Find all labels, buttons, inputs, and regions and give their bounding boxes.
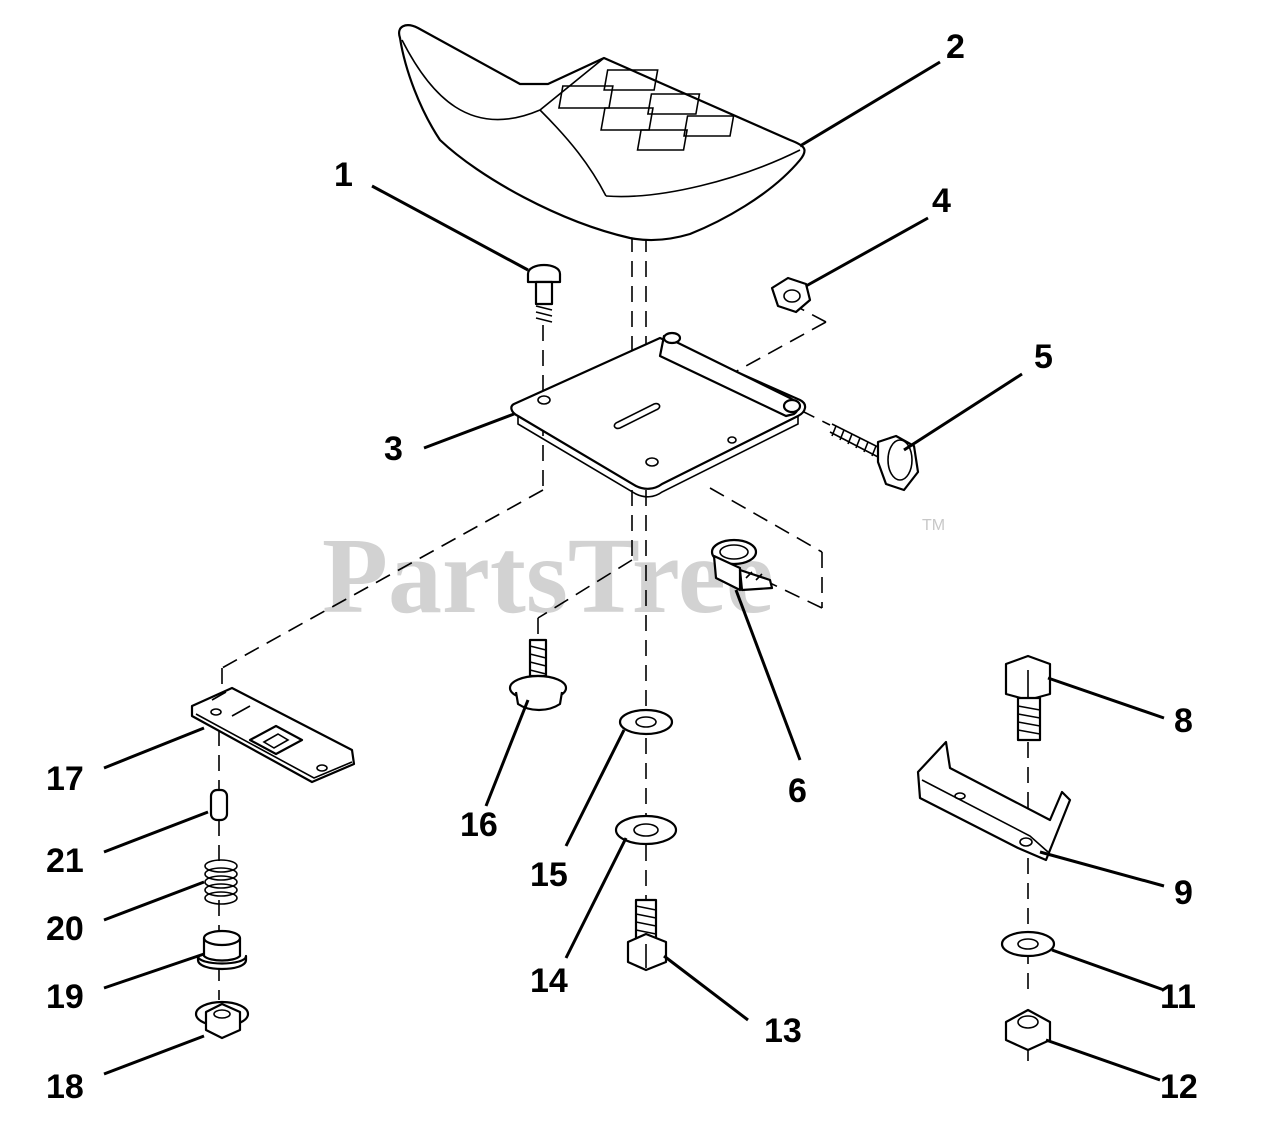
slide-rail-part: [190, 686, 356, 784]
callout-6: 6: [788, 772, 807, 810]
callout-8: 8: [1174, 702, 1193, 740]
watermark-tm: TM: [922, 517, 945, 534]
callout-1: 1: [334, 156, 353, 194]
washer-part-14: [614, 814, 678, 846]
callout-20: 20: [46, 910, 84, 948]
callout-21: 21: [46, 842, 84, 880]
callout-2: 2: [946, 28, 965, 66]
spring-part-20: [204, 859, 238, 905]
pin-part-21: [209, 788, 229, 822]
seat-pan-plate-part: [510, 331, 807, 498]
lock-nut-part-12: [1004, 1008, 1052, 1052]
watermark-text: PartsTree: [322, 517, 774, 636]
hex-bolt-part-13: [626, 898, 668, 972]
callout-12: 12: [1160, 1068, 1198, 1106]
callout-18: 18: [46, 1068, 84, 1106]
washer-part-11: [1000, 930, 1056, 958]
callout-11: 11: [1160, 978, 1196, 1016]
carriage-bolt-part: [526, 263, 562, 323]
callout-3: 3: [384, 430, 403, 468]
callout-9: 9: [1174, 874, 1193, 912]
callout-19: 19: [46, 978, 84, 1016]
flange-nut-part-18: [194, 1000, 250, 1040]
callout-15: 15: [530, 856, 568, 894]
bracket-part-9: [916, 740, 1072, 862]
switch-clip-part: [710, 538, 774, 592]
callout-17: 17: [46, 760, 84, 798]
callout-16: 16: [460, 806, 498, 844]
seat-part: [398, 24, 806, 242]
hex-bolt-part-8: [1004, 654, 1052, 742]
callout-13: 13: [764, 1012, 802, 1050]
callout-4: 4: [932, 182, 951, 220]
washer-part-15: [618, 708, 674, 736]
callout-5: 5: [1034, 338, 1053, 376]
callout-14: 14: [530, 962, 568, 1000]
flange-bolt-part-16: [508, 638, 568, 712]
callout-leader-lines: [103, 60, 1165, 1082]
bushing-part-19: [196, 929, 248, 970]
callout-labels: 1 2 3 4 5 6 8 9 11 12 13 14 15 16 17 18 …: [46, 28, 1198, 1106]
hex-bolt-part-5: [829, 423, 920, 492]
nut-part-4: [770, 276, 812, 314]
